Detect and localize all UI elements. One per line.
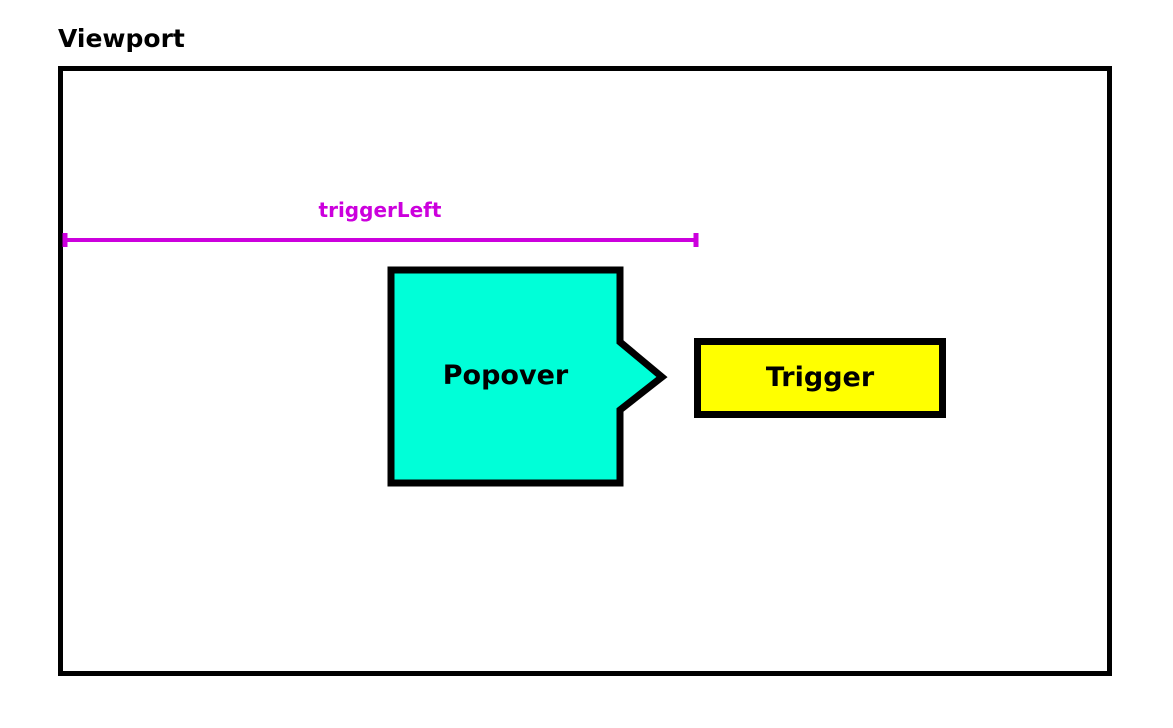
popover-shape[interactable]	[385, 263, 670, 491]
page-title: Viewport	[58, 24, 185, 53]
popover-label: Popover	[442, 360, 569, 391]
triggerleft-measurement-line	[62, 233, 699, 247]
trigger-label: Trigger	[765, 362, 875, 393]
popover-polygon	[387, 266, 668, 487]
triggerleft-measurement-label: triggerLeft	[318, 198, 442, 222]
trigger-box[interactable]	[694, 338, 946, 418]
